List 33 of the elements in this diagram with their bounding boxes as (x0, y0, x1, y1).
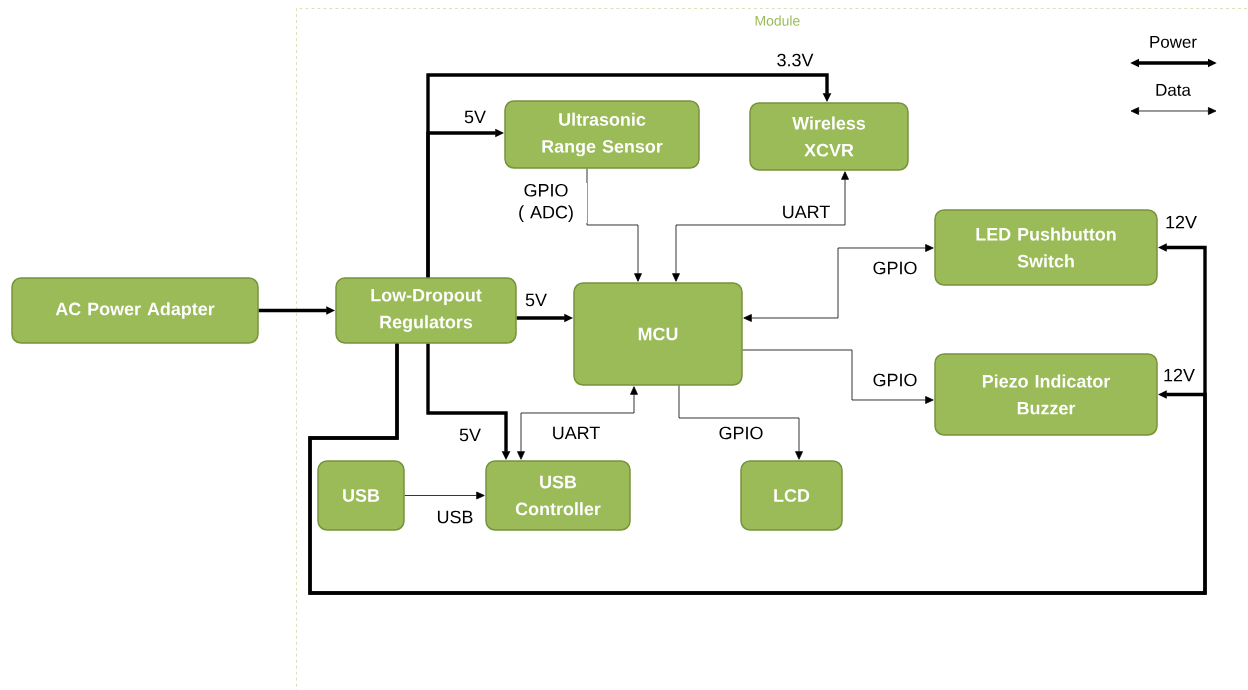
edge-label: GPIO ( ADC) (505, 182, 587, 224)
edge-label: 12V (1164, 214, 1198, 230)
edge-label: 12V (1162, 367, 1196, 383)
process-box: MCU (573, 282, 743, 386)
process-box: Piezo Indicator Buzzer (934, 353, 1158, 436)
connector-arrow (743, 244, 934, 322)
process-box: LED Pushbutton Switch (934, 209, 1158, 286)
process-box: Ultrasonic Range Sensor (504, 100, 700, 169)
legend-label: Data (1156, 84, 1191, 96)
edge-label: 5V (524, 292, 548, 308)
connector-arrow (404, 491, 485, 500)
edge-label: GPIO (871, 260, 919, 276)
edge-label: UART (550, 425, 602, 441)
edge-label: 5V (463, 109, 487, 125)
connector-arrow (308, 343, 1207, 595)
connector-arrow (742, 349, 934, 404)
connector-arrow (586, 168, 642, 282)
edge-label: 5V (458, 427, 482, 443)
edge-label: UART (780, 204, 832, 220)
process-box: USB (317, 460, 405, 531)
edge-label: 3.3V (775, 52, 815, 68)
legend-label: Power (1150, 36, 1197, 48)
connector-arrow (678, 385, 803, 460)
connector-arrow (672, 171, 849, 282)
edge-label: GPIO (871, 372, 919, 388)
process-box: AC Power Adapter (11, 277, 259, 344)
process-box: USB Controller (485, 460, 631, 531)
process-box: Low-Dropout Regulators (335, 277, 517, 344)
process-box: LCD (740, 460, 843, 531)
process-box: Wireless XCVR (749, 102, 909, 171)
connector-arrow (517, 386, 638, 460)
edge-label: USB (435, 509, 475, 525)
edge-label: GPIO (717, 425, 765, 441)
